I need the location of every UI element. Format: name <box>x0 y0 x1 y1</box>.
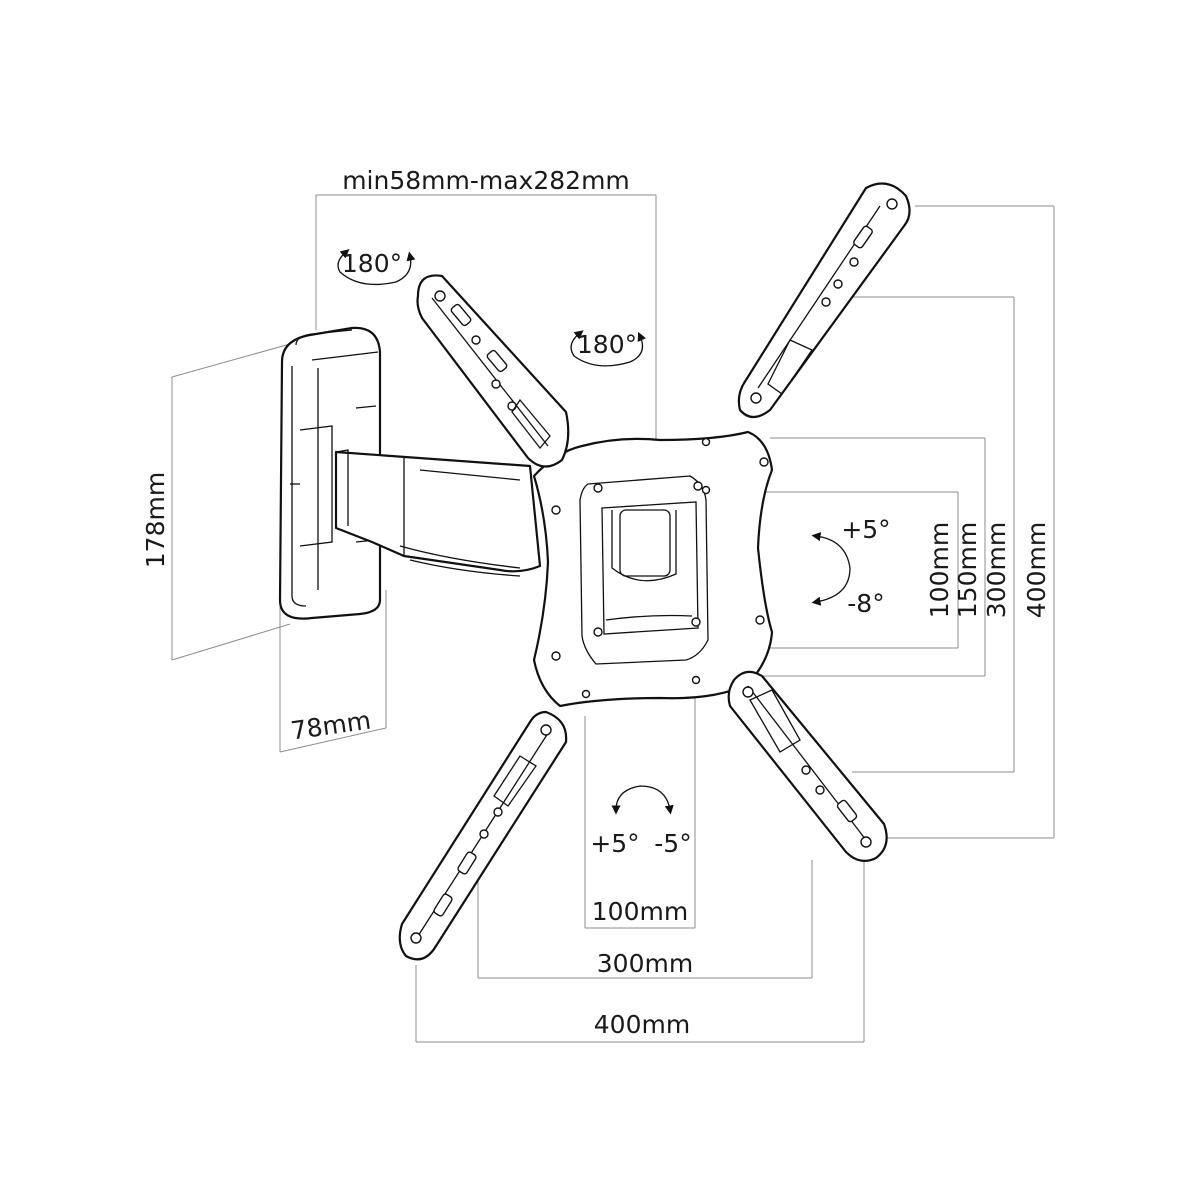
wall-plate-height-label: 178mm <box>141 472 170 568</box>
wall-plate-depth-label: 78mm <box>289 706 373 746</box>
rotation-symbol-wall <box>337 249 416 286</box>
level-minus-label: -5° <box>654 829 691 858</box>
wall-swivel-label: 180° <box>342 249 402 278</box>
vesa-h-400-label: 400mm <box>594 1010 690 1039</box>
bracket-arm-bottom-right <box>727 670 888 863</box>
level-arc <box>611 785 674 815</box>
vesa-plate <box>532 430 774 708</box>
vesa-h-300-label: 300mm <box>597 949 693 978</box>
plate-swivel-label: 180° <box>577 330 637 359</box>
bracket-arm-top-left <box>416 274 570 468</box>
vesa-v-300-label: 300mm <box>982 522 1011 618</box>
tilt-up-label: +5° <box>841 515 890 544</box>
bracket-arm-top-right <box>737 182 911 419</box>
wall-plate <box>278 326 382 620</box>
rotation-symbol-plate <box>570 330 647 367</box>
level-plus-label: +5° <box>590 829 639 858</box>
arm-extension-label: min58mm-max282mm <box>342 166 630 195</box>
swing-arm <box>334 449 542 577</box>
vesa-v-400-label: 400mm <box>1022 522 1051 618</box>
tilt-down-label: -8° <box>847 589 884 618</box>
vesa-v-100-label: 100mm <box>925 522 954 618</box>
tilt-arc <box>811 532 851 606</box>
bracket-arm-bottom-left <box>398 710 568 961</box>
vesa-h-100-label: 100mm <box>592 897 688 926</box>
vesa-v-150-label: 150mm <box>953 522 982 618</box>
